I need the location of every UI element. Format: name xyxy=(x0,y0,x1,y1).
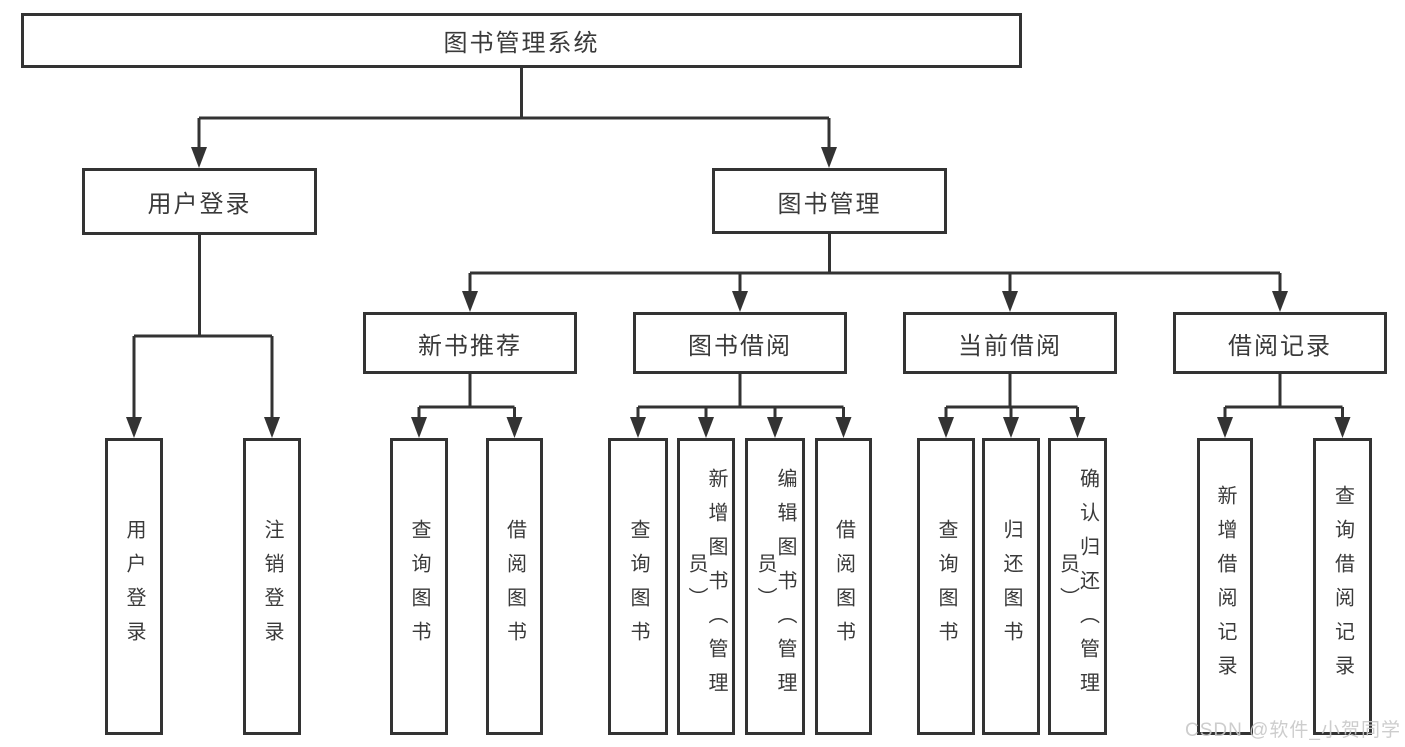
node-current-borrowing: 当前借阅 xyxy=(903,312,1117,374)
node-book-borrowing: 图书借阅 xyxy=(633,312,847,374)
node-user-login: 用户登录 xyxy=(82,168,317,235)
node-leaf-edit-books-admin: 编辑图书（管理员） xyxy=(745,438,805,735)
node-leaf-add-books-admin: 新增图书（管理员） xyxy=(677,438,735,735)
node-root: 图书管理系统 xyxy=(21,13,1022,68)
node-leaf-user-login: 用户登录 xyxy=(105,438,163,735)
watermark: CSDN @软件_小贺同学 xyxy=(1185,720,1401,741)
node-borrowing-records: 借阅记录 xyxy=(1173,312,1387,374)
node-book-management: 图书管理 xyxy=(712,168,947,234)
node-leaf-query-books-1: 查询图书 xyxy=(390,438,448,735)
node-leaf-add-borrow-record: 新增借阅记录 xyxy=(1197,438,1253,735)
node-new-book-recommendation: 新书推荐 xyxy=(363,312,577,374)
node-leaf-borrow-books-1: 借阅图书 xyxy=(486,438,543,735)
node-leaf-query-books-2: 查询图书 xyxy=(608,438,668,735)
node-leaf-query-borrow-record: 查询借阅记录 xyxy=(1313,438,1372,735)
node-leaf-borrow-books-2: 借阅图书 xyxy=(815,438,872,735)
node-leaf-return-books: 归还图书 xyxy=(982,438,1040,735)
node-leaf-logout: 注销登录 xyxy=(243,438,301,735)
node-leaf-confirm-return-admin: 确认归还（管理员） xyxy=(1048,438,1107,735)
node-leaf-query-books-3: 查询图书 xyxy=(917,438,975,735)
